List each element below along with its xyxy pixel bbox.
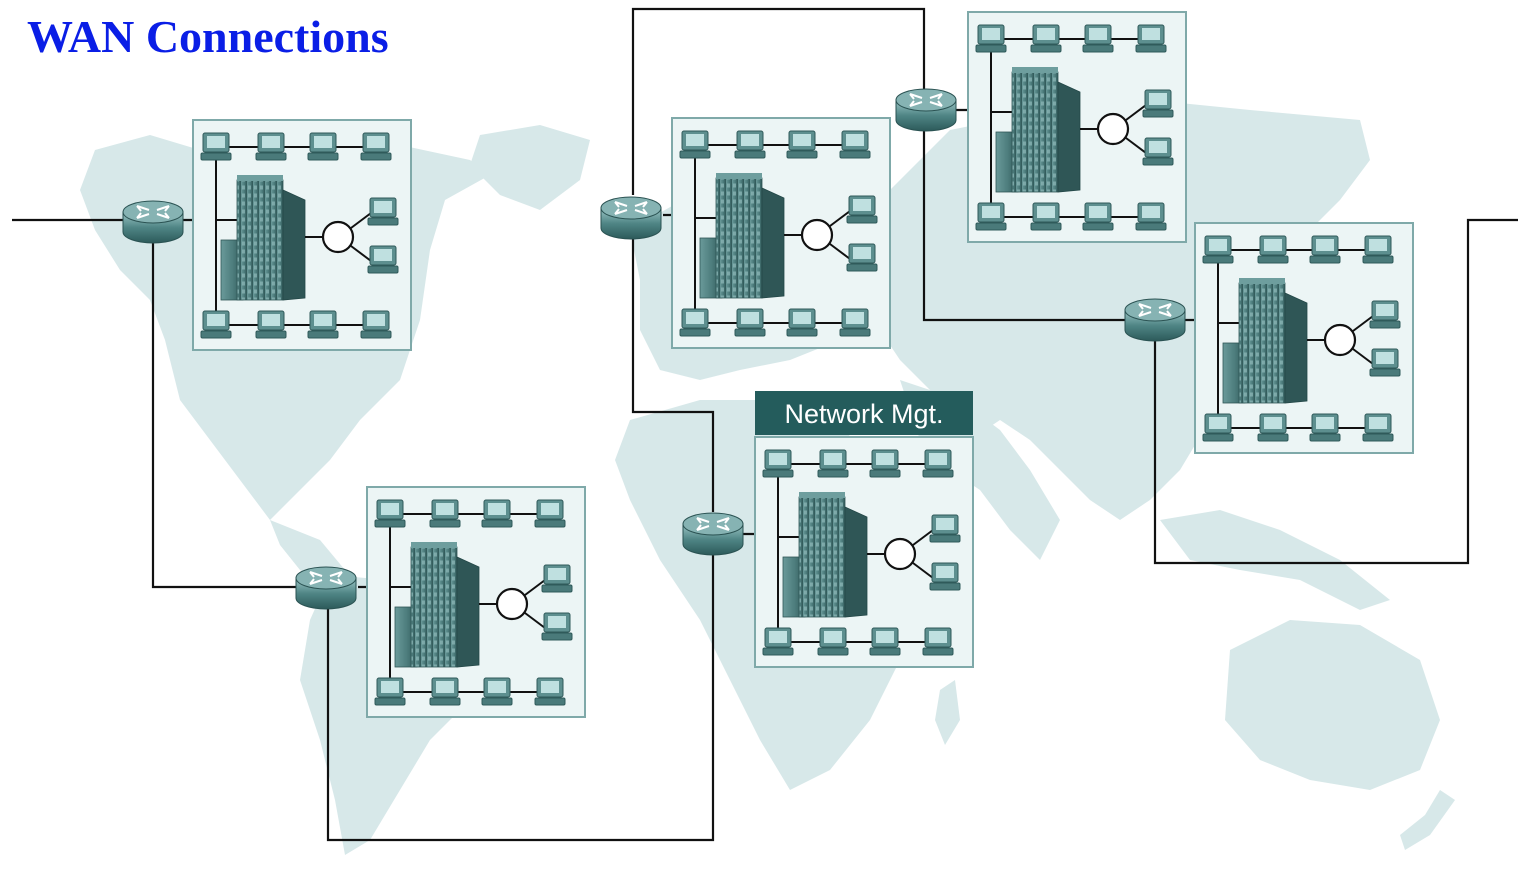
site-lan-network-management: Network Mgt.: [755, 391, 973, 667]
site-lan-russia: [968, 12, 1186, 242]
router-icon: [122, 200, 184, 244]
site-lan-asia: [1195, 223, 1413, 453]
page-title: WAN Connections: [27, 11, 389, 62]
wan-links: [12, 7, 1518, 842]
network-mgt-label: Network Mgt.: [784, 399, 943, 429]
site-lan-south-america: [367, 487, 585, 717]
router-icon: [295, 566, 357, 610]
site-lan-europe: [672, 118, 890, 348]
network-mgt-label-bar: [755, 391, 973, 435]
router-icon: [1124, 298, 1186, 342]
router-icon: [895, 88, 957, 132]
router-icon: [682, 512, 744, 556]
site-lan-north-america: [193, 120, 411, 350]
router-icon: [600, 196, 662, 240]
